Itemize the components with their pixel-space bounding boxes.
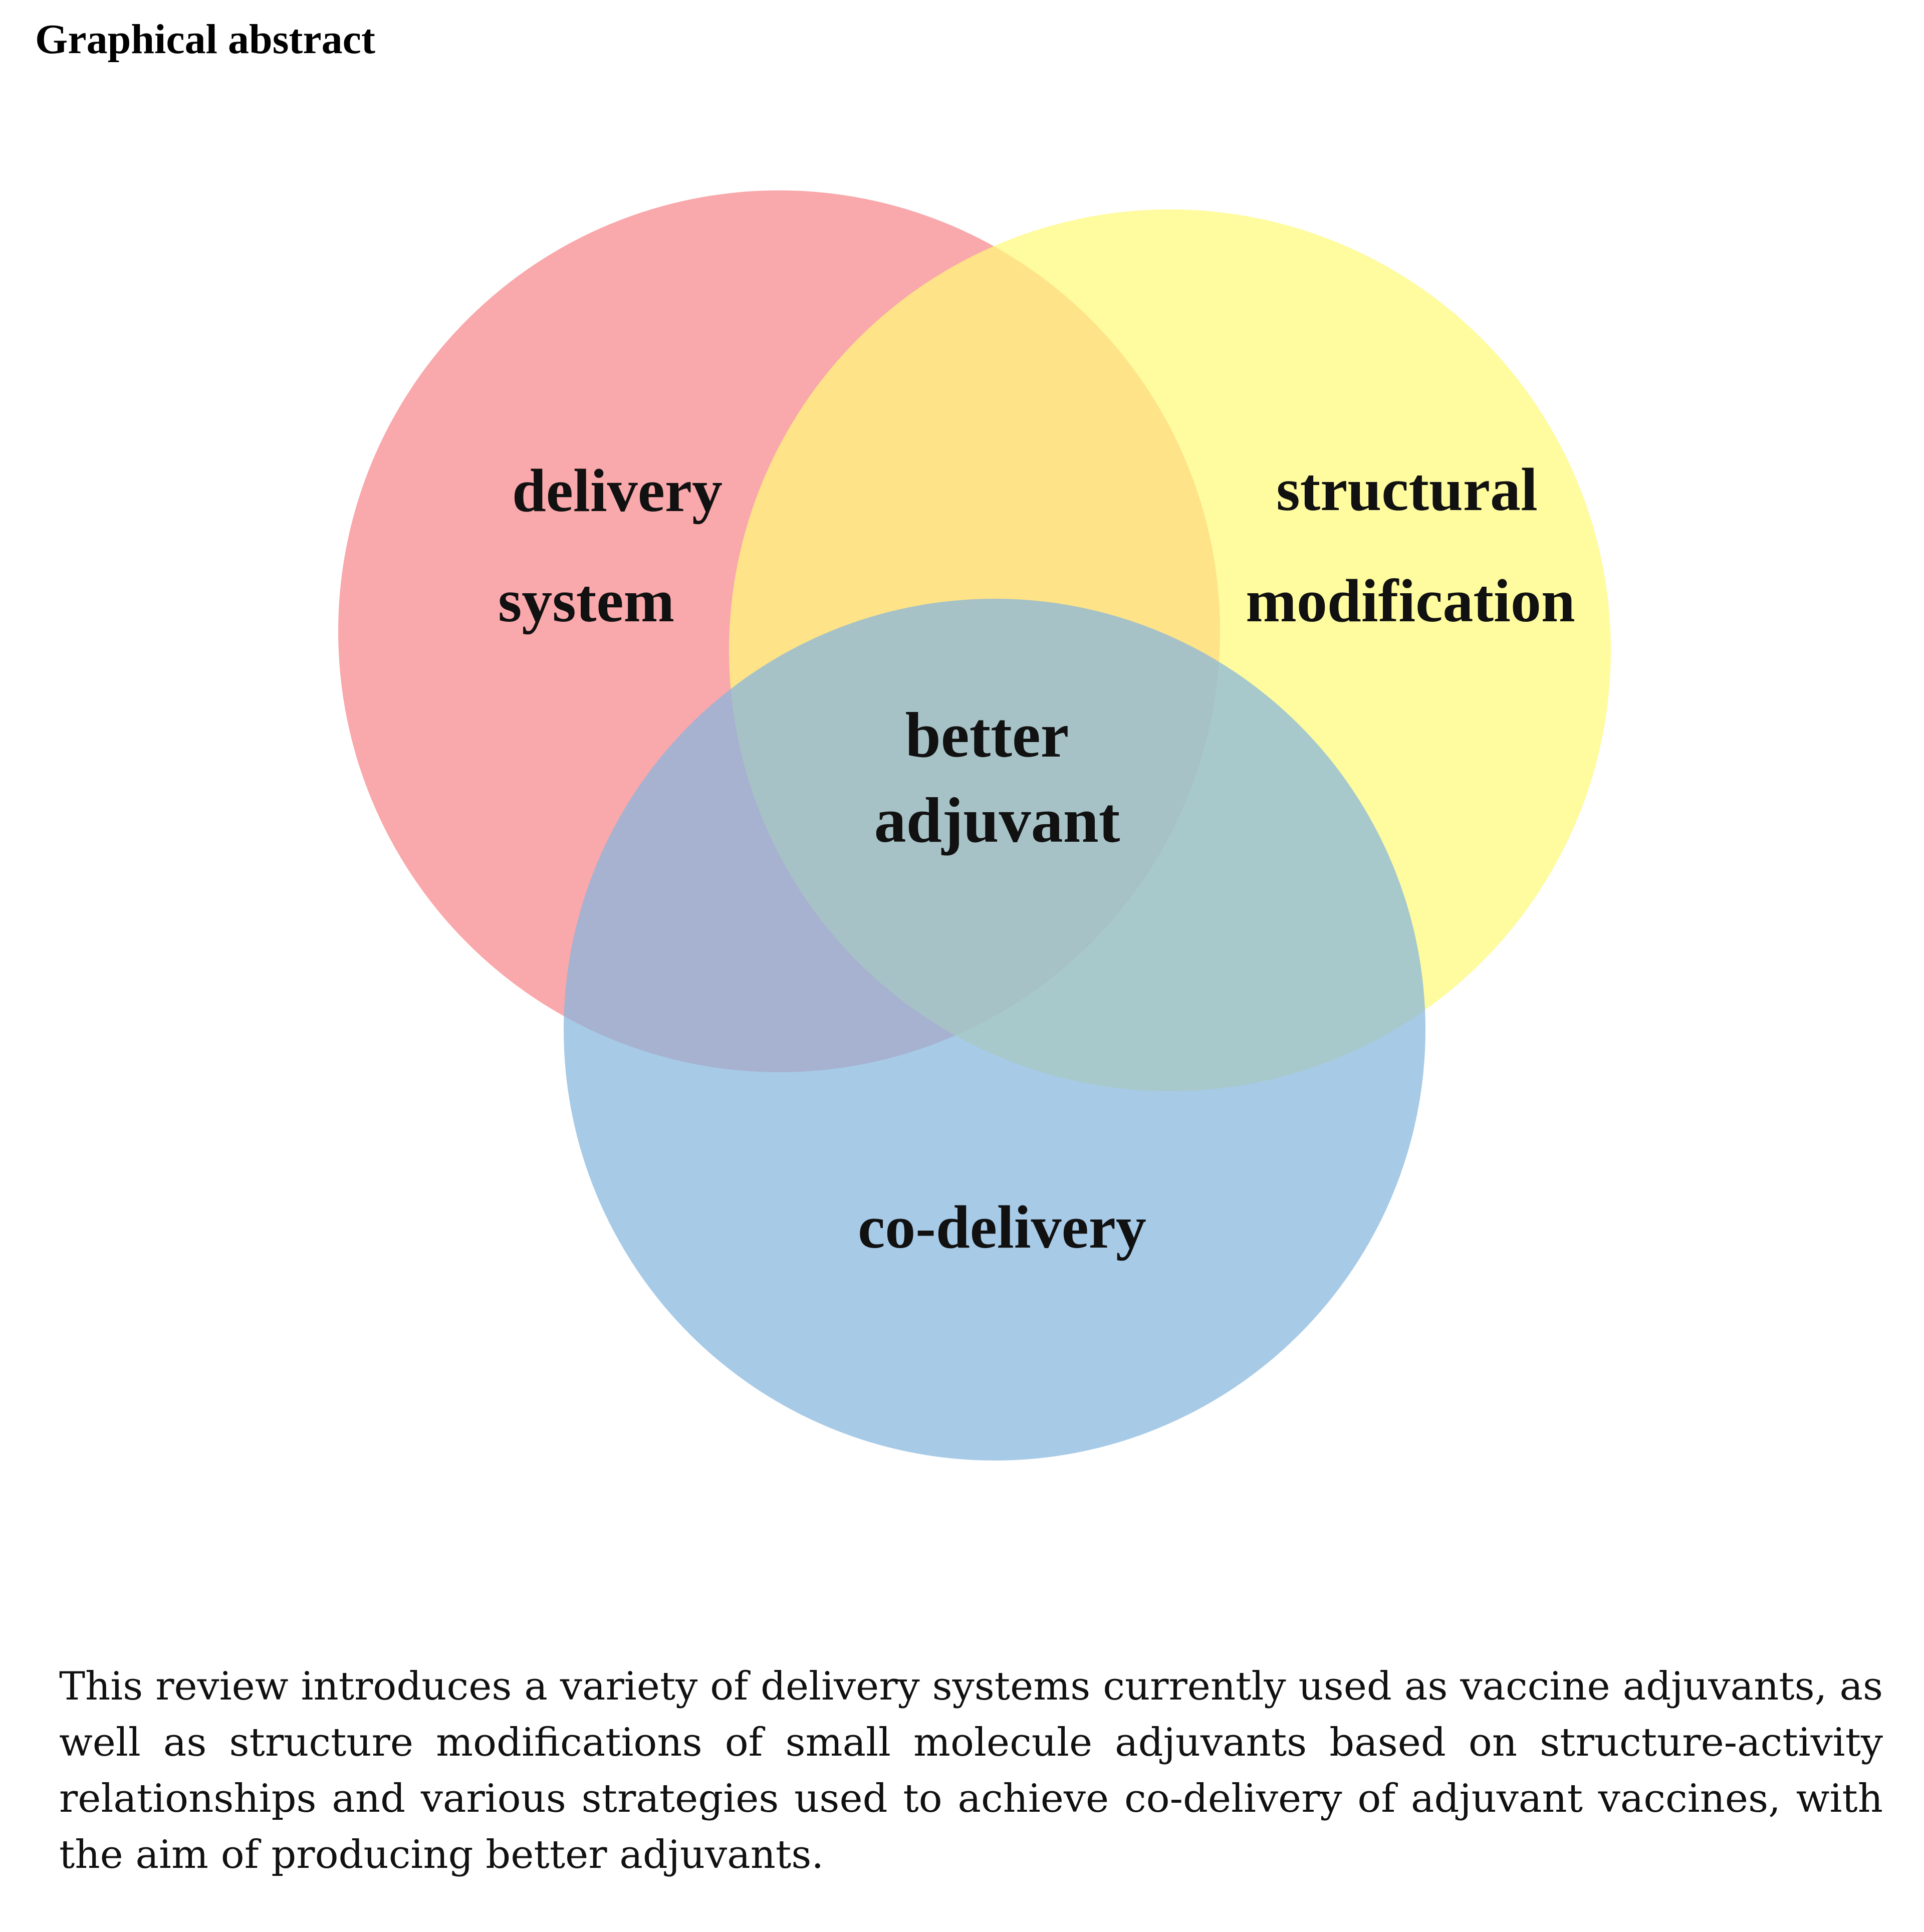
delivery-label-line1: delivery — [512, 457, 723, 525]
structural-label-line2: modification — [1246, 567, 1575, 635]
co-delivery-circle — [564, 599, 1425, 1461]
center-label-line2: adjuvant — [874, 785, 1120, 856]
graphical-abstract-heading: Graphical abstract — [35, 16, 375, 63]
venn-diagram: delivery system structural modification … — [338, 190, 1611, 1461]
co-delivery-label: co-delivery — [858, 1193, 1146, 1261]
abstract-caption: This review introduces a variety of deli… — [59, 1664, 1883, 1877]
structural-label-line1: structural — [1276, 456, 1538, 524]
delivery-label-line2: system — [498, 567, 674, 635]
center-label-line1: better — [905, 699, 1069, 771]
